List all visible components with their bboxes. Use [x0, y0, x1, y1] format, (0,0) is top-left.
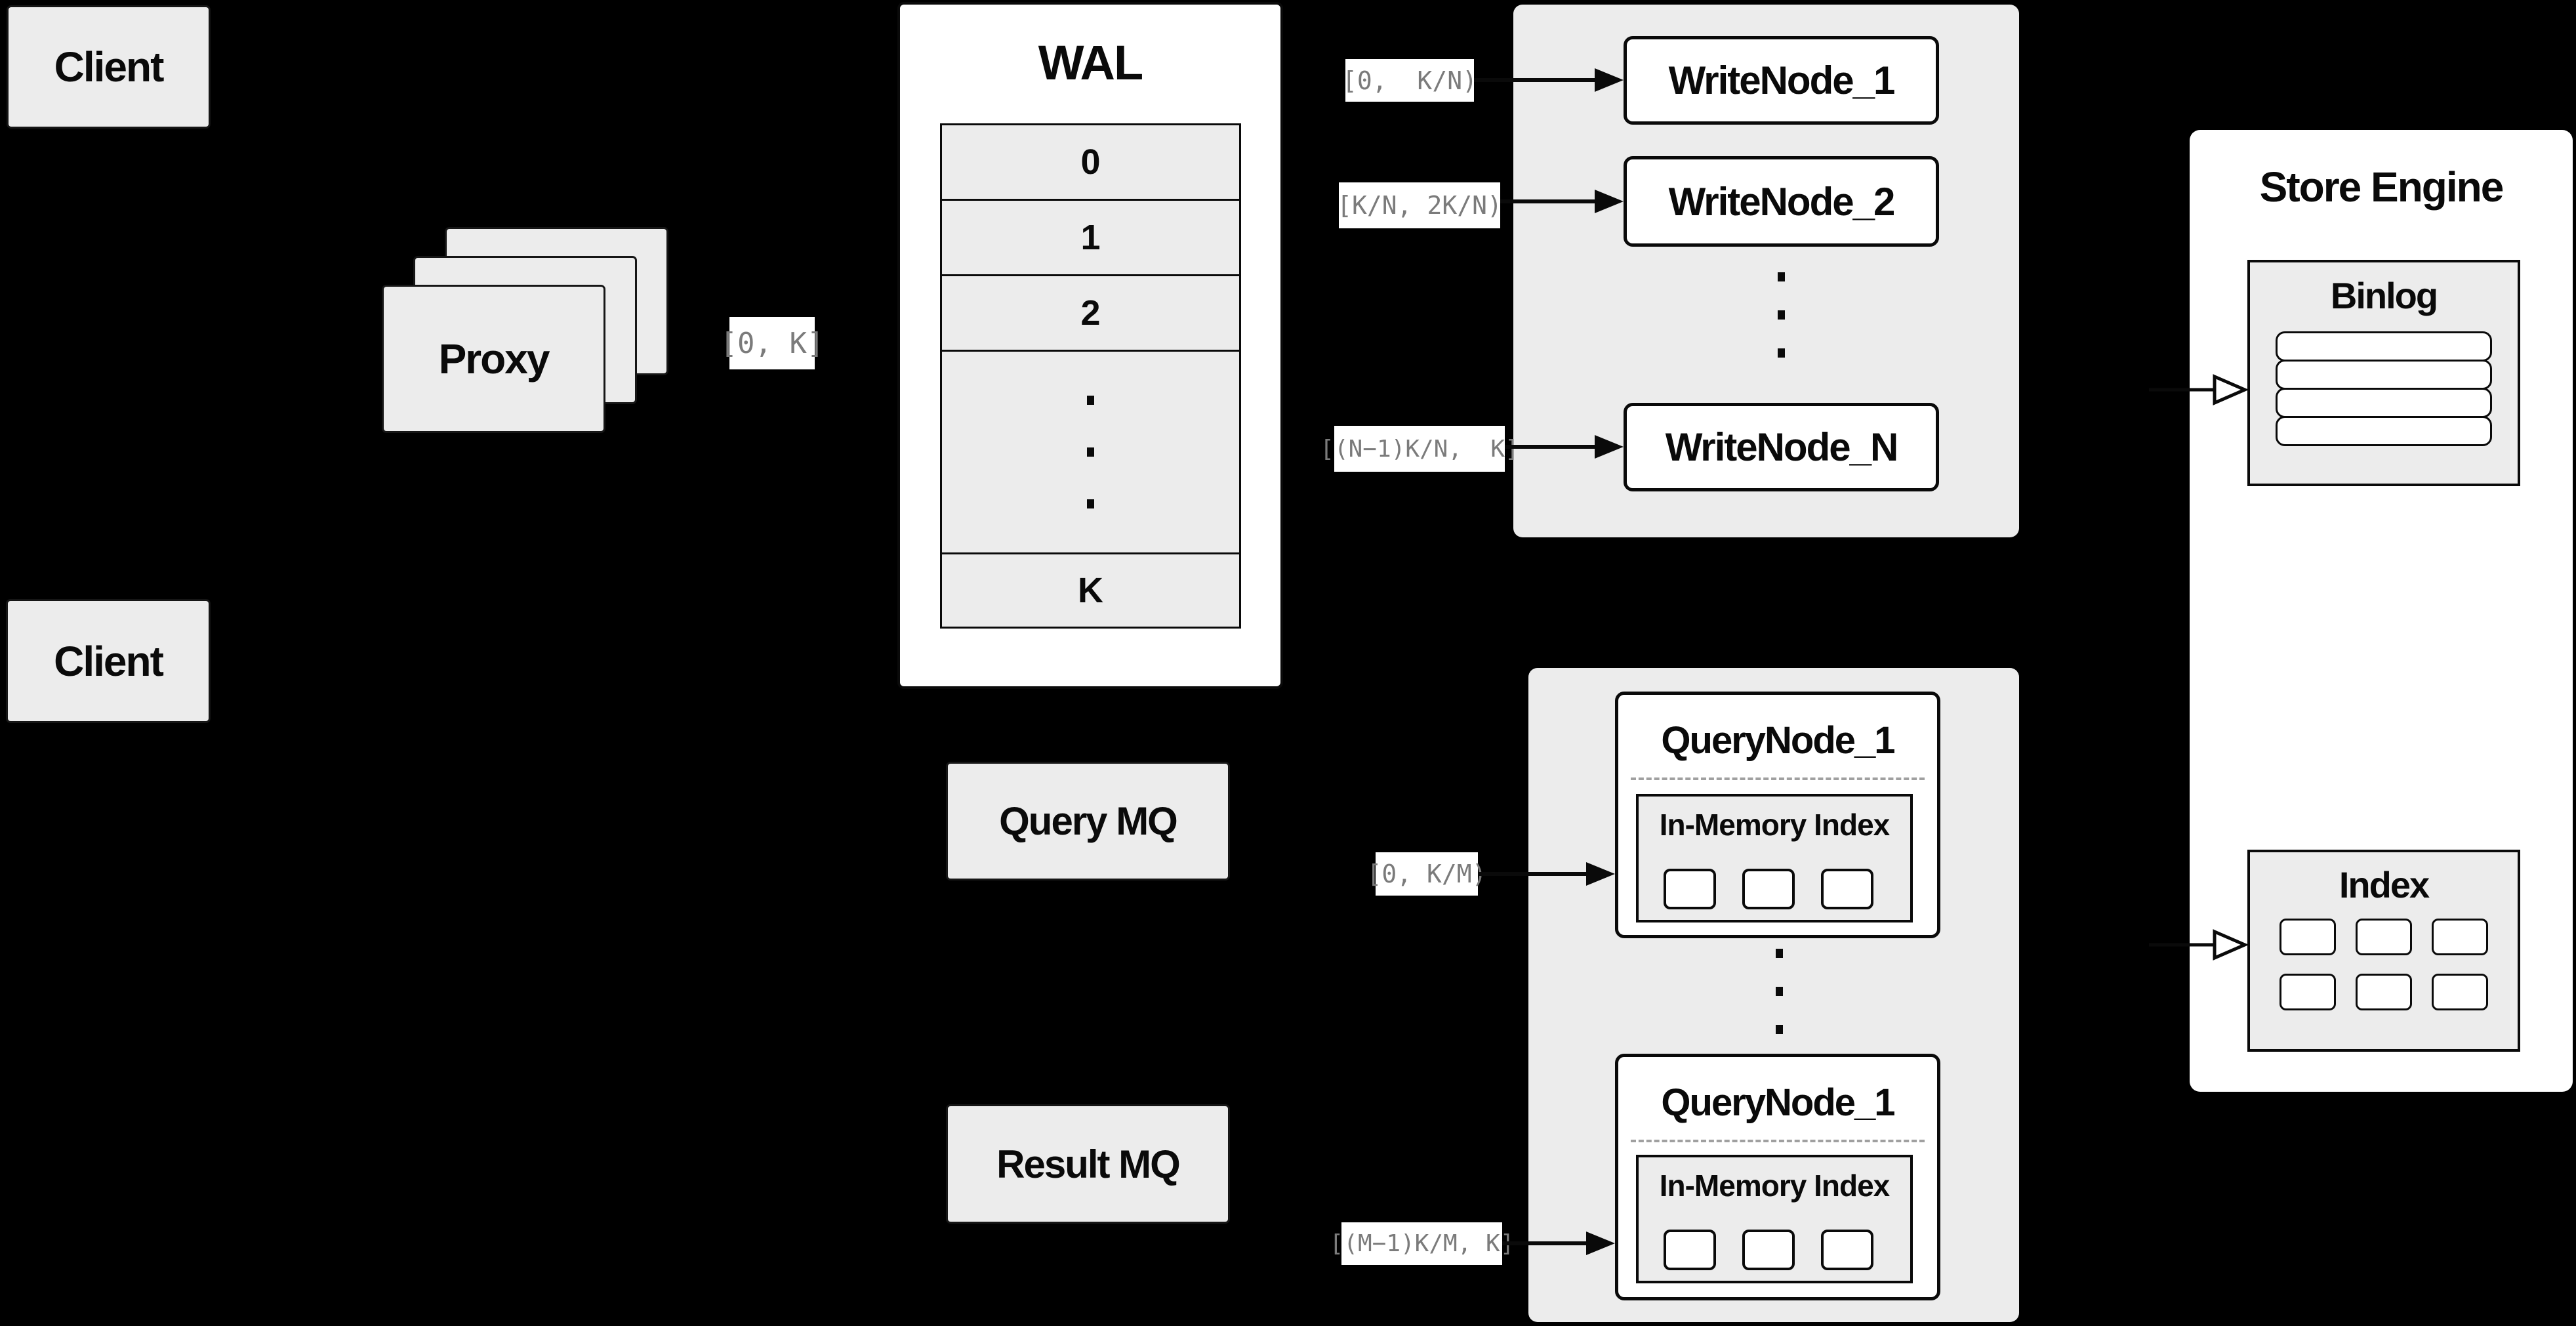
index-title: Index	[2339, 863, 2430, 905]
memory-segment	[1742, 869, 1795, 909]
arrow-to-binlog	[2149, 374, 2247, 405]
index-segment	[2280, 974, 2336, 1010]
query-mq-box: Query MQ	[946, 762, 1230, 881]
write-node-1-label: WriteNode_1	[1668, 58, 1896, 102]
result-mq-label: Result MQ	[996, 1142, 1181, 1186]
dot	[1087, 499, 1094, 508]
binlog-segment	[2276, 388, 2492, 418]
wal-row-2: 2	[942, 274, 1239, 350]
wal-row-0: 0	[942, 125, 1239, 199]
range-label-mq-querynode-1: [0, K/M)	[1366, 852, 1487, 896]
dot	[1775, 987, 1783, 996]
store-engine-title: Store Engine	[2259, 163, 2504, 211]
dot	[1777, 272, 1785, 281]
wal-row-k: K	[942, 552, 1239, 627]
dot	[1087, 447, 1094, 457]
query-node-top-divider	[1631, 777, 1925, 780]
client-top-label: Client	[54, 43, 165, 91]
proxy-box: Proxy	[382, 285, 605, 433]
wal-row-1: 1	[942, 199, 1239, 274]
range-label-mq-querynode-m: [(M−1)K/M, K]	[1330, 1222, 1514, 1265]
binlog-title: Binlog	[2330, 274, 2438, 316]
index-segment	[2356, 974, 2412, 1010]
index-segment	[2356, 919, 2412, 955]
memory-segment	[1821, 1230, 1873, 1270]
memory-segment	[1821, 869, 1873, 909]
client-bottom-label: Client	[54, 637, 164, 685]
binlog-segment	[2276, 416, 2492, 446]
arrow-to-index	[2149, 929, 2247, 961]
query-node-bottom-divider	[1631, 1140, 1925, 1142]
in-memory-index-top-title: In-Memory Index	[1659, 808, 1891, 842]
client-top-box: Client	[7, 5, 211, 129]
write-node-n-label: WriteNode_N	[1665, 425, 1899, 469]
query-node-bottom-title: QueryNode_1	[1661, 1081, 1895, 1124]
dot	[1775, 949, 1783, 958]
dot	[1777, 310, 1785, 320]
arrow-to-query-node-top	[1478, 862, 1615, 886]
memory-segment	[1664, 1230, 1716, 1270]
dot	[1777, 348, 1785, 358]
range-label-wal-writenode-n: [(N−1)K/N, K]	[1320, 426, 1519, 472]
write-node-ellipsis-dots	[1777, 272, 1785, 358]
binlog-segment	[2276, 331, 2492, 362]
binlog-segment	[2276, 360, 2492, 390]
write-node-2-label: WriteNode_2	[1668, 179, 1896, 224]
write-node-n-box: WriteNode_N	[1624, 403, 1939, 491]
write-node-1-box: WriteNode_1	[1624, 36, 1939, 125]
wal-title: WAL	[1038, 35, 1143, 90]
arrow-to-write-node-1	[1474, 68, 1624, 92]
index-segment	[2280, 919, 2336, 955]
result-mq-box: Result MQ	[946, 1104, 1230, 1224]
arrow-to-query-node-bottom	[1502, 1232, 1615, 1255]
range-label-proxy-wal: [0, K]	[720, 317, 824, 369]
memory-segment	[1664, 869, 1716, 909]
query-node-ellipsis-dots	[1775, 949, 1783, 1034]
index-segment	[2432, 974, 2488, 1010]
query-node-top-title: QueryNode_1	[1661, 718, 1895, 762]
in-memory-index-bottom-title: In-Memory Index	[1659, 1169, 1891, 1203]
memory-segment	[1742, 1230, 1795, 1270]
wal-table: 0 1 2 K	[940, 123, 1241, 629]
dot	[1087, 396, 1094, 405]
query-mq-label: Query MQ	[999, 799, 1178, 843]
range-label-wal-writenode-2: [K/N, 2K/N)	[1337, 182, 1502, 228]
proxy-label: Proxy	[438, 335, 550, 383]
dot	[1775, 1025, 1783, 1034]
range-label-wal-writenode-1: [0, K/N)	[1342, 59, 1477, 102]
wal-ellipsis-dots	[1087, 396, 1094, 508]
arrow-to-write-node-2	[1500, 190, 1624, 213]
index-segment	[2432, 919, 2488, 955]
client-bottom-box: Client	[6, 599, 211, 723]
wal-row-ellipsis	[942, 350, 1239, 552]
write-node-2-box: WriteNode_2	[1624, 156, 1939, 247]
arrow-to-write-node-n	[1505, 435, 1624, 459]
